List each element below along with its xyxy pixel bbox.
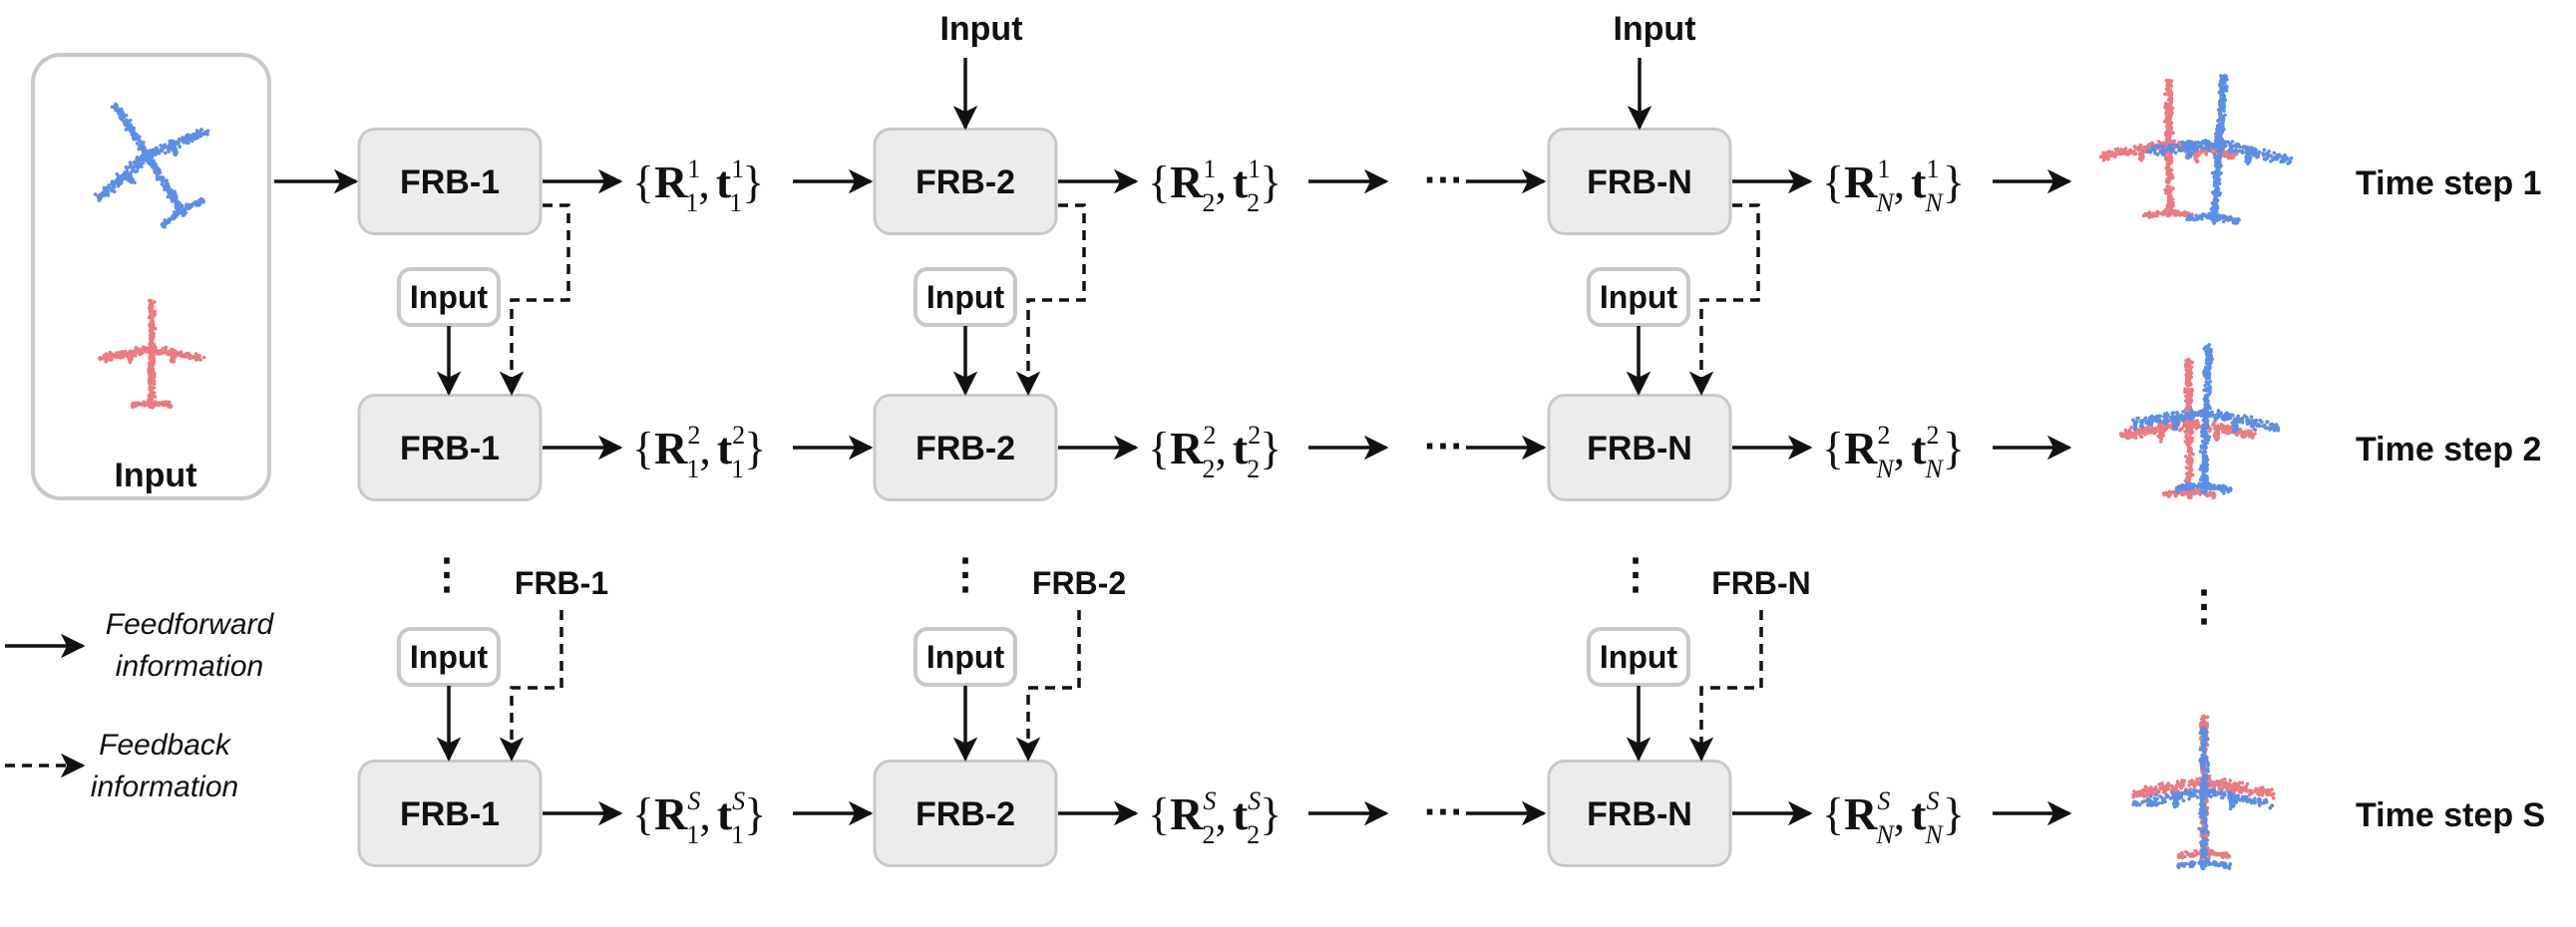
input-panel-label: Input — [114, 457, 196, 494]
legend-feedforward-line2: information — [116, 650, 263, 683]
frb-block: FRB-2 — [873, 128, 1058, 235]
output-source-cloud-step-2 — [2131, 343, 2281, 495]
top-input-label: Input — [939, 10, 1022, 48]
time-step-label: Time step 2 — [2356, 431, 2541, 468]
legend-feedback-line2: information — [91, 771, 238, 803]
input-label: Input — [1600, 279, 1678, 315]
legend: Feedforward information Feedback informa… — [5, 608, 275, 803]
horizontal-ellipsis: ··· — [1424, 790, 1464, 834]
legend-feedforward-line1: Feedforward — [106, 608, 275, 641]
feedback-source-label-2: FRB-2 — [1032, 565, 1126, 601]
frb-block: FRB-1 — [357, 128, 543, 235]
frb-block-label: FRB-N — [1587, 430, 1692, 467]
input-label: Input — [410, 639, 489, 675]
horizontal-ellipsis: ··· — [1424, 158, 1464, 202]
feedback-arrow — [499, 203, 570, 396]
frb-block-label: FRB-1 — [400, 430, 500, 467]
vertical-dots-col1: ⋮ — [426, 550, 468, 597]
frb-block: FRB-N — [1547, 128, 1732, 235]
frb-block-label: FRB-2 — [916, 163, 1015, 201]
step-input-box: Input — [1587, 627, 1690, 687]
step-input-box: Input — [397, 267, 501, 327]
step-input-box: Input — [914, 627, 1017, 687]
vertical-dots-col3: ⋮ — [1615, 550, 1656, 597]
input-label: Input — [1600, 639, 1678, 675]
frb-block-label: FRB-1 — [400, 795, 500, 833]
horizontal-ellipsis: ··· — [1424, 425, 1464, 468]
legend-feedback-line1: Feedback — [99, 729, 232, 762]
feedback-arrow — [1688, 203, 1760, 396]
frb-block: FRB-1 — [357, 394, 543, 501]
step-input-box: Input — [914, 267, 1017, 327]
frb-block: FRB-2 — [873, 394, 1058, 501]
feedback-source-label-3: FRB-N — [1711, 565, 1811, 601]
output-point-clouds — [2098, 74, 2294, 870]
step-input-box: Input — [397, 627, 501, 687]
feedback-arrow — [499, 610, 563, 762]
feedback-arrow — [1015, 203, 1086, 396]
frb-block-label: FRB-N — [1587, 795, 1692, 833]
output-source-cloud-step-S — [2131, 726, 2275, 870]
time-step-label: Time step S — [2356, 796, 2545, 834]
input-panel: Input — [31, 53, 271, 500]
feedback-source-label-1: FRB-1 — [515, 565, 608, 601]
output-source-cloud-step-1 — [2145, 74, 2294, 225]
vertical-dots-col2: ⋮ — [944, 550, 986, 597]
feedback-arrow — [1015, 610, 1081, 762]
frb-block: FRB-2 — [873, 760, 1058, 867]
top-input-label: Input — [1613, 10, 1695, 48]
frb-block: FRB-1 — [357, 760, 543, 867]
input-label: Input — [926, 639, 1005, 675]
frb-block-label: FRB-2 — [916, 430, 1015, 467]
input-point-clouds — [93, 102, 210, 410]
source-cloud — [93, 102, 210, 229]
row-gap-dots: ⋮ ⋮ ⋮ ⋮ FRB-1 FRB-2 FRB-N — [426, 550, 2225, 629]
template-cloud — [98, 298, 206, 410]
input-label: Input — [926, 279, 1005, 315]
frb-block-label: FRB-N — [1587, 163, 1692, 201]
feedback-arrow — [1688, 610, 1763, 762]
frb-block-label: FRB-2 — [916, 795, 1015, 833]
step-input-box: Input — [1587, 267, 1690, 327]
frb-block: FRB-N — [1547, 394, 1732, 501]
time-step-label: Time step 1 — [2356, 164, 2541, 202]
frb-block-label: FRB-1 — [400, 163, 500, 201]
vertical-dots-output: ⋮ — [2183, 582, 2225, 629]
input-label: Input — [410, 279, 489, 315]
frb-block: FRB-N — [1547, 760, 1732, 867]
